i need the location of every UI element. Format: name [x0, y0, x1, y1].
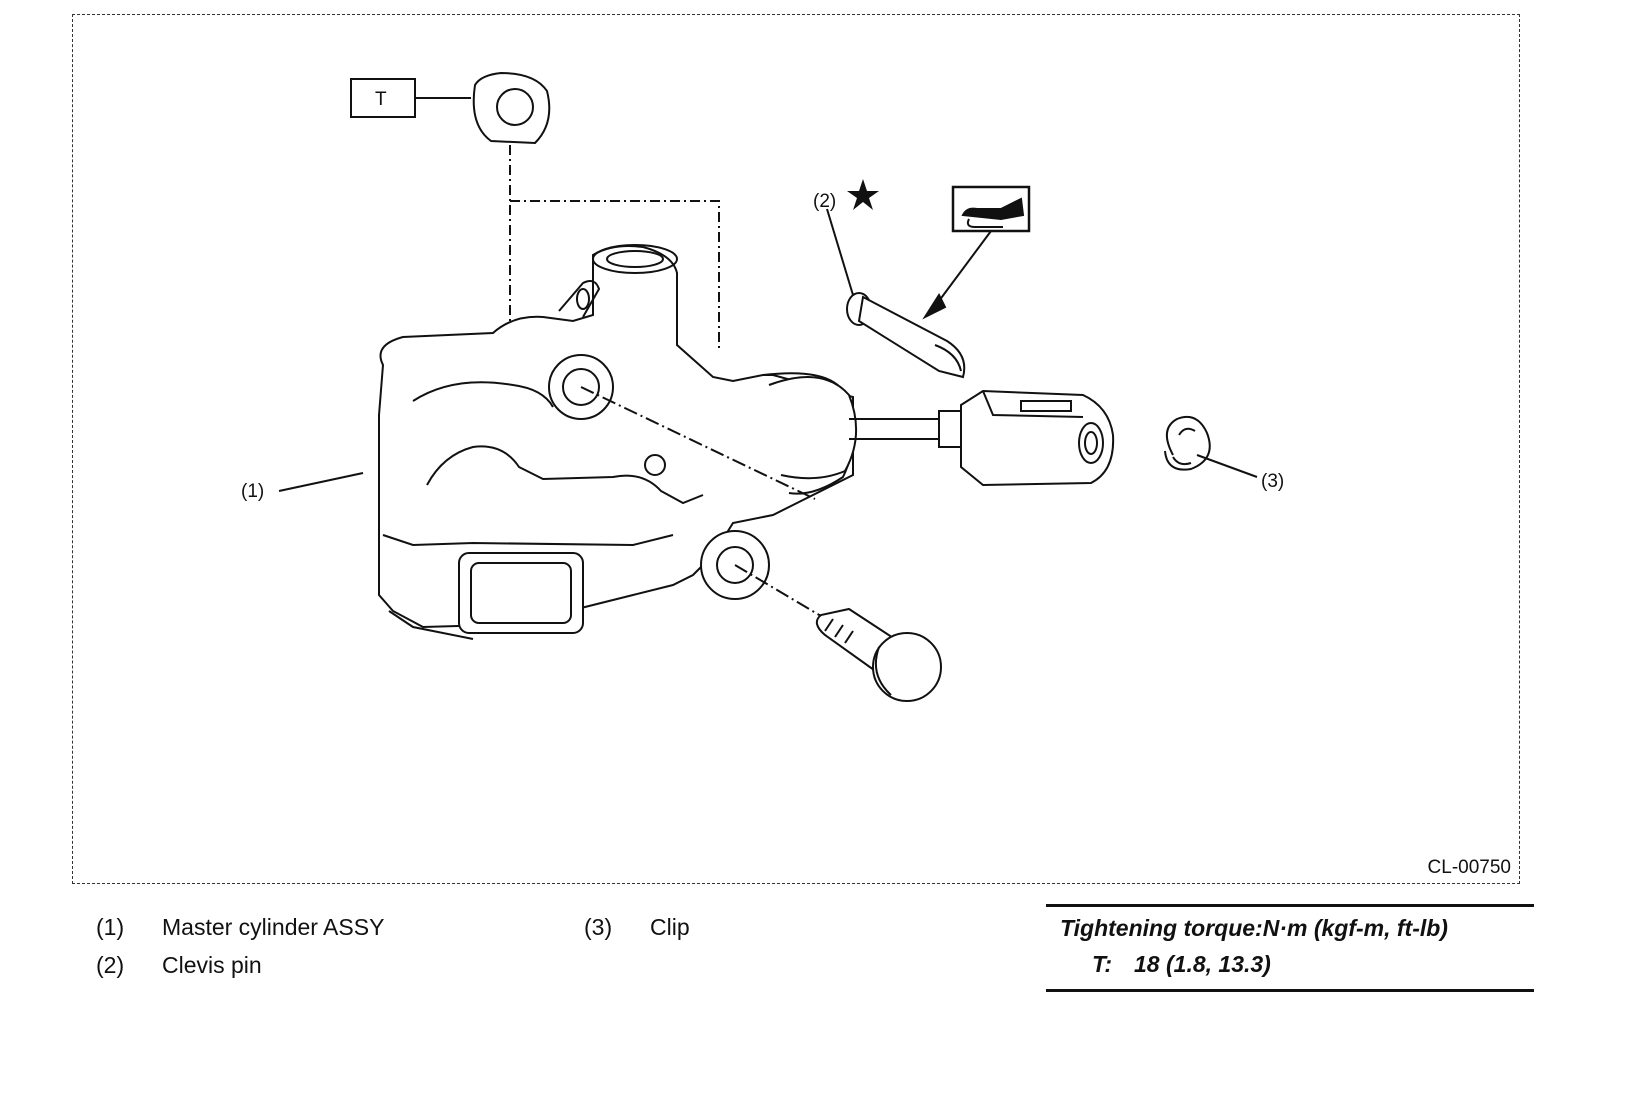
legend-label: Clip [650, 914, 690, 940]
push-rod [768, 376, 962, 480]
clip [1164, 415, 1258, 478]
legend-num: (3) [584, 914, 613, 940]
diagram-frame: (1) (2) (3) T CL-00750 [72, 14, 1520, 884]
callout-3: (3) [1261, 471, 1284, 492]
cap-nut [472, 71, 551, 145]
torque-table: Tightening torque:N·m (kgf-m, ft-lb) T: 1… [1046, 904, 1534, 992]
master-cylinder-drawing: (1) (2) (3) T [241, 71, 1284, 702]
legend-label: Clevis pin [162, 952, 262, 978]
torque-symbol: T: [1092, 951, 1113, 977]
union-bolt [815, 607, 942, 702]
torque-value: 18 (1.8, 13.3) [1134, 951, 1271, 977]
callout-1: (1) [241, 481, 264, 502]
grease-icon [922, 185, 1031, 320]
star-icon [847, 179, 879, 210]
clevis-pin [826, 208, 966, 379]
callout-2: (2) [813, 191, 836, 212]
legend-num: (1) [96, 914, 125, 940]
legend-num: (2) [96, 952, 125, 978]
torque-value-row: T: 18 (1.8, 13.3) [1092, 951, 1271, 978]
callout-t: T [375, 89, 387, 110]
torque-header: Tightening torque:N·m (kgf-m, ft-lb) [1060, 915, 1448, 941]
clevis [960, 389, 1115, 487]
figure-code: CL-00750 [1427, 857, 1511, 878]
legend-label: Master cylinder ASSY [162, 914, 385, 940]
